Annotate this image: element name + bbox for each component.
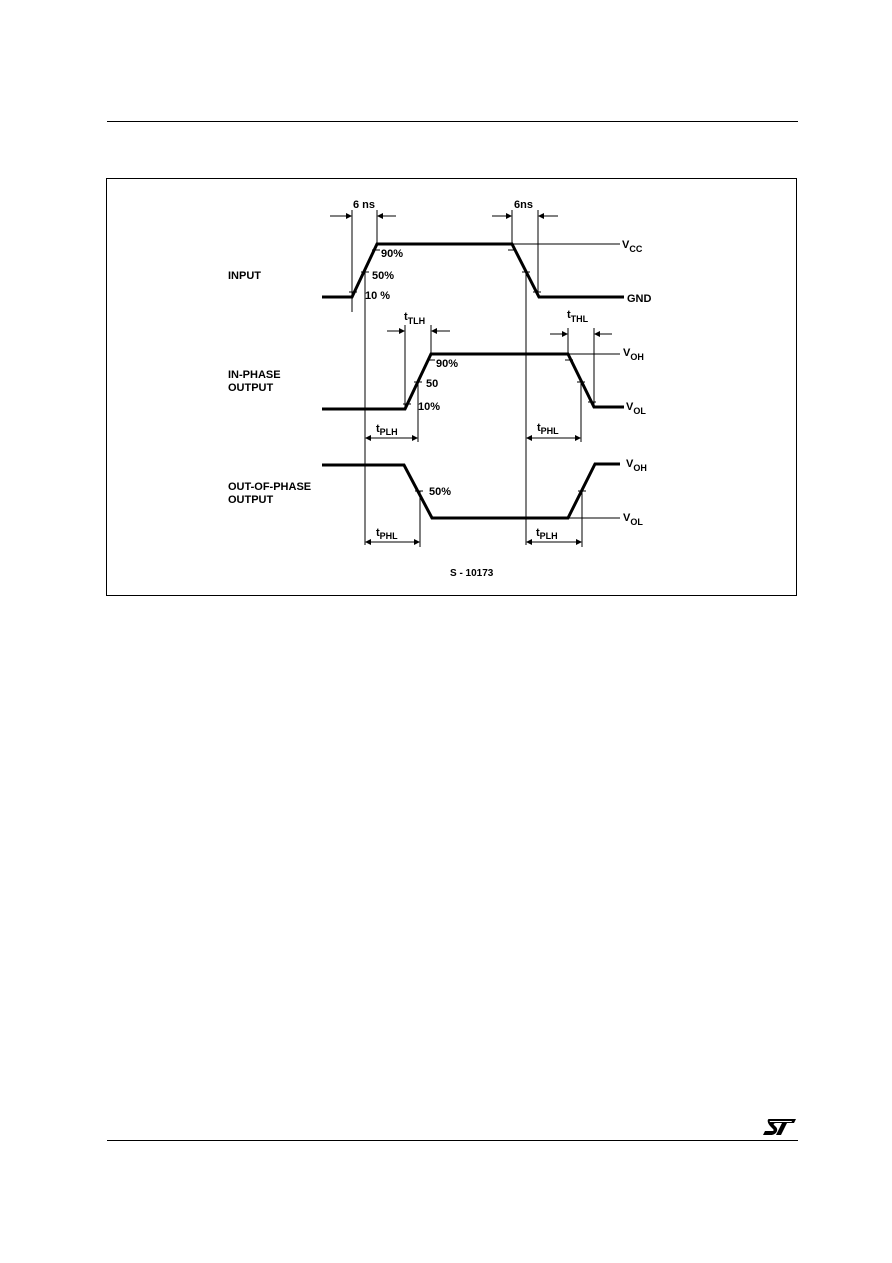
out-of-phase-waveform [322,462,620,520]
input-label: INPUT [228,270,261,282]
header-rule [107,121,798,122]
out-phase-50-label: 50% [429,486,451,498]
fall-time-label: 6ns [514,199,533,211]
out-of-phase-label: OUT-OF-PHASE [228,481,311,493]
in-phase-waveform [322,352,624,411]
vol-label-1: VOL [626,401,646,416]
rise-time-label: 6 ns [353,199,375,211]
figure-id: S - 10173 [450,568,494,579]
tplh-1-label: tPLH [376,423,398,437]
in-phase-label: IN-PHASE [228,369,281,381]
gnd-label: GND [627,293,652,305]
input-90-label: 90% [381,248,403,260]
footer-rule [107,1140,798,1141]
in-phase-output-label: OUTPUT [228,382,274,394]
in-phase-10-label: 10% [418,401,440,413]
ttlh-label: tTLH [404,311,425,326]
figure-frame [106,178,797,596]
tphl-2-label: tPHL [376,527,398,541]
vol-label-2: VOL [623,512,643,527]
input-50-label: 50% [372,270,394,282]
tthl-label: tTHL [567,309,589,324]
tplh-2-label: tPLH [536,527,558,541]
tphl-1-label: tPHL [537,422,559,436]
in-phase-50-label: 50 [426,378,438,390]
voh-label-2: VOH [626,458,647,473]
in-phase-90-label: 90% [436,358,458,370]
input-waveform [322,242,624,299]
vcc-label: VCC [622,239,643,254]
input-10-label: 10 % [365,290,390,302]
voh-label-1: VOH [623,347,644,362]
st-logo [763,1119,796,1135]
out-of-phase-output-label: OUTPUT [228,494,274,506]
